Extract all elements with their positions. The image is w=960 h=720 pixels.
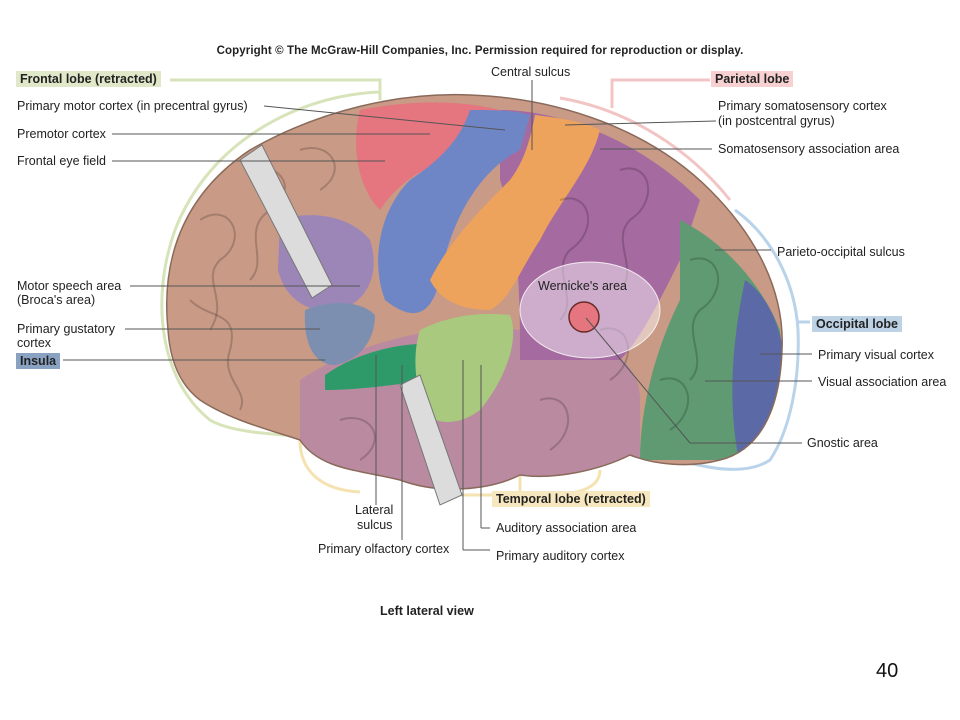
parietal-bracket	[559, 78, 732, 201]
label-primary-olfactory-cortex: Primary olfactory cortex	[318, 542, 450, 556]
label-visual-association-area: Visual association area	[818, 375, 947, 389]
label-motor-speech-area: Motor speech area	[17, 279, 122, 293]
label-gnostic-area: Gnostic area	[807, 436, 878, 450]
insula-header: Insula	[16, 353, 61, 369]
frontal-outline	[160, 90, 381, 438]
occipital-bracket	[629, 208, 810, 471]
label-wernickes-area: Wernicke's area	[538, 279, 627, 293]
temporal-retractor	[399, 374, 463, 506]
label-somatosensory-association: Somatosensory association area	[718, 142, 900, 156]
label-brocas-area: (Broca's area)	[17, 293, 96, 307]
temporal-lobe-header: Temporal lobe (retracted)	[492, 491, 650, 507]
frontal-bracket	[170, 78, 382, 100]
label-lateral: Lateral	[355, 503, 394, 517]
label-primary-visual-cortex: Primary visual cortex	[818, 348, 934, 362]
label-auditory-association-area: Auditory association area	[496, 521, 637, 535]
parietal-lobe-header: Parietal lobe	[711, 71, 794, 87]
copyright-notice: Copyright © The McGraw-Hill Companies, I…	[216, 45, 744, 57]
page-number: 40	[876, 660, 899, 682]
label-gustatory-cortex: cortex	[17, 336, 52, 350]
label-central-sulcus: Central sulcus	[491, 65, 571, 79]
label-primary-motor-cortex: Primary motor cortex (in precentral gyru…	[17, 99, 248, 113]
label-frontal-eye-field: Frontal eye field	[17, 154, 106, 168]
label-primary-somatosensory-cortex: Primary somatosensory cortex	[718, 99, 887, 113]
label-premotor-cortex: Premotor cortex	[17, 127, 106, 141]
label-sulcus: sulcus	[357, 518, 393, 532]
frontal-retractor	[239, 144, 333, 299]
label-primary-gustatory: Primary gustatory	[17, 322, 115, 336]
label-parieto-occipital-sulcus: Parieto-occipital sulcus	[777, 245, 905, 259]
occipital-lobe-header: Occipital lobe	[812, 316, 902, 332]
label-postcentral-gyrus: (in postcentral gyrus)	[718, 114, 835, 128]
view-label: Left lateral view	[380, 604, 474, 618]
frontal-lobe-header: Frontal lobe (retracted)	[16, 71, 161, 87]
label-primary-auditory-cortex: Primary auditory cortex	[496, 549, 625, 563]
